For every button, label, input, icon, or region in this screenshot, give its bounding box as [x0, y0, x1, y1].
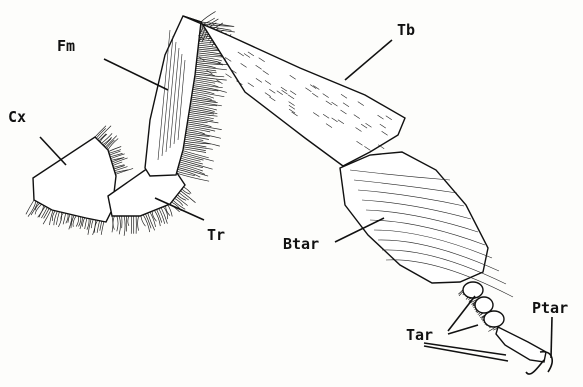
label-femur: Fm	[57, 37, 75, 55]
label-tibia: Tb	[397, 21, 415, 39]
label-pretarsus: Ptar	[532, 299, 568, 317]
hair-stroke	[186, 132, 221, 139]
hair-stroke	[193, 86, 227, 93]
hair-stroke	[128, 216, 129, 226]
hair-stroke	[39, 206, 45, 217]
hair-stroke	[76, 216, 78, 226]
hair-stroke	[194, 80, 215, 83]
hair-stroke	[180, 160, 212, 169]
leader-femur	[104, 59, 168, 90]
hair-stroke	[138, 216, 139, 231]
hair-stroke	[124, 216, 125, 236]
hair-stroke	[61, 213, 64, 221]
hair-stroke	[117, 216, 118, 231]
hair-stroke	[100, 221, 102, 231]
leader-tibia	[345, 40, 392, 80]
hair-stroke	[201, 11, 216, 22]
hair-stroke	[143, 215, 150, 232]
tarsomere-2	[475, 297, 493, 313]
hair-stroke	[63, 213, 66, 224]
hair-stroke	[119, 216, 120, 234]
hair-stroke	[56, 212, 59, 225]
label-trochanter: Tr	[207, 226, 225, 244]
hair-stroke	[181, 191, 196, 203]
label-basitarsus: Btar	[283, 235, 319, 253]
hair-stroke	[88, 219, 91, 235]
hair-stroke	[113, 162, 122, 166]
hair-stroke	[182, 189, 190, 194]
coxa-segment	[33, 137, 116, 222]
hair-stroke	[101, 222, 104, 235]
label-tarsomeres: Tar	[406, 326, 433, 344]
tarsomere-1	[463, 282, 483, 298]
femur-segment	[145, 16, 201, 176]
hair-stroke	[184, 147, 206, 151]
leader-pretarsus	[551, 317, 552, 358]
hair-stroke	[168, 205, 172, 217]
hair-stroke	[31, 202, 38, 215]
tarsomere-4	[496, 327, 546, 362]
hair-stroke	[91, 219, 93, 228]
hair-stroke	[154, 210, 160, 226]
hair-stroke	[83, 218, 85, 227]
hair-stroke	[109, 147, 122, 152]
hair-stroke	[85, 218, 87, 229]
leader-coxa	[40, 137, 66, 165]
hair-stroke	[184, 187, 192, 194]
label-coxa: Cx	[8, 108, 26, 126]
hair-stroke	[97, 221, 100, 233]
hair-stroke	[95, 220, 98, 232]
hair-stroke	[113, 216, 114, 230]
tarsomere-3	[484, 311, 504, 327]
leader-tarsomeres-1	[448, 296, 475, 331]
tibia-texture-stroke	[226, 74, 232, 78]
